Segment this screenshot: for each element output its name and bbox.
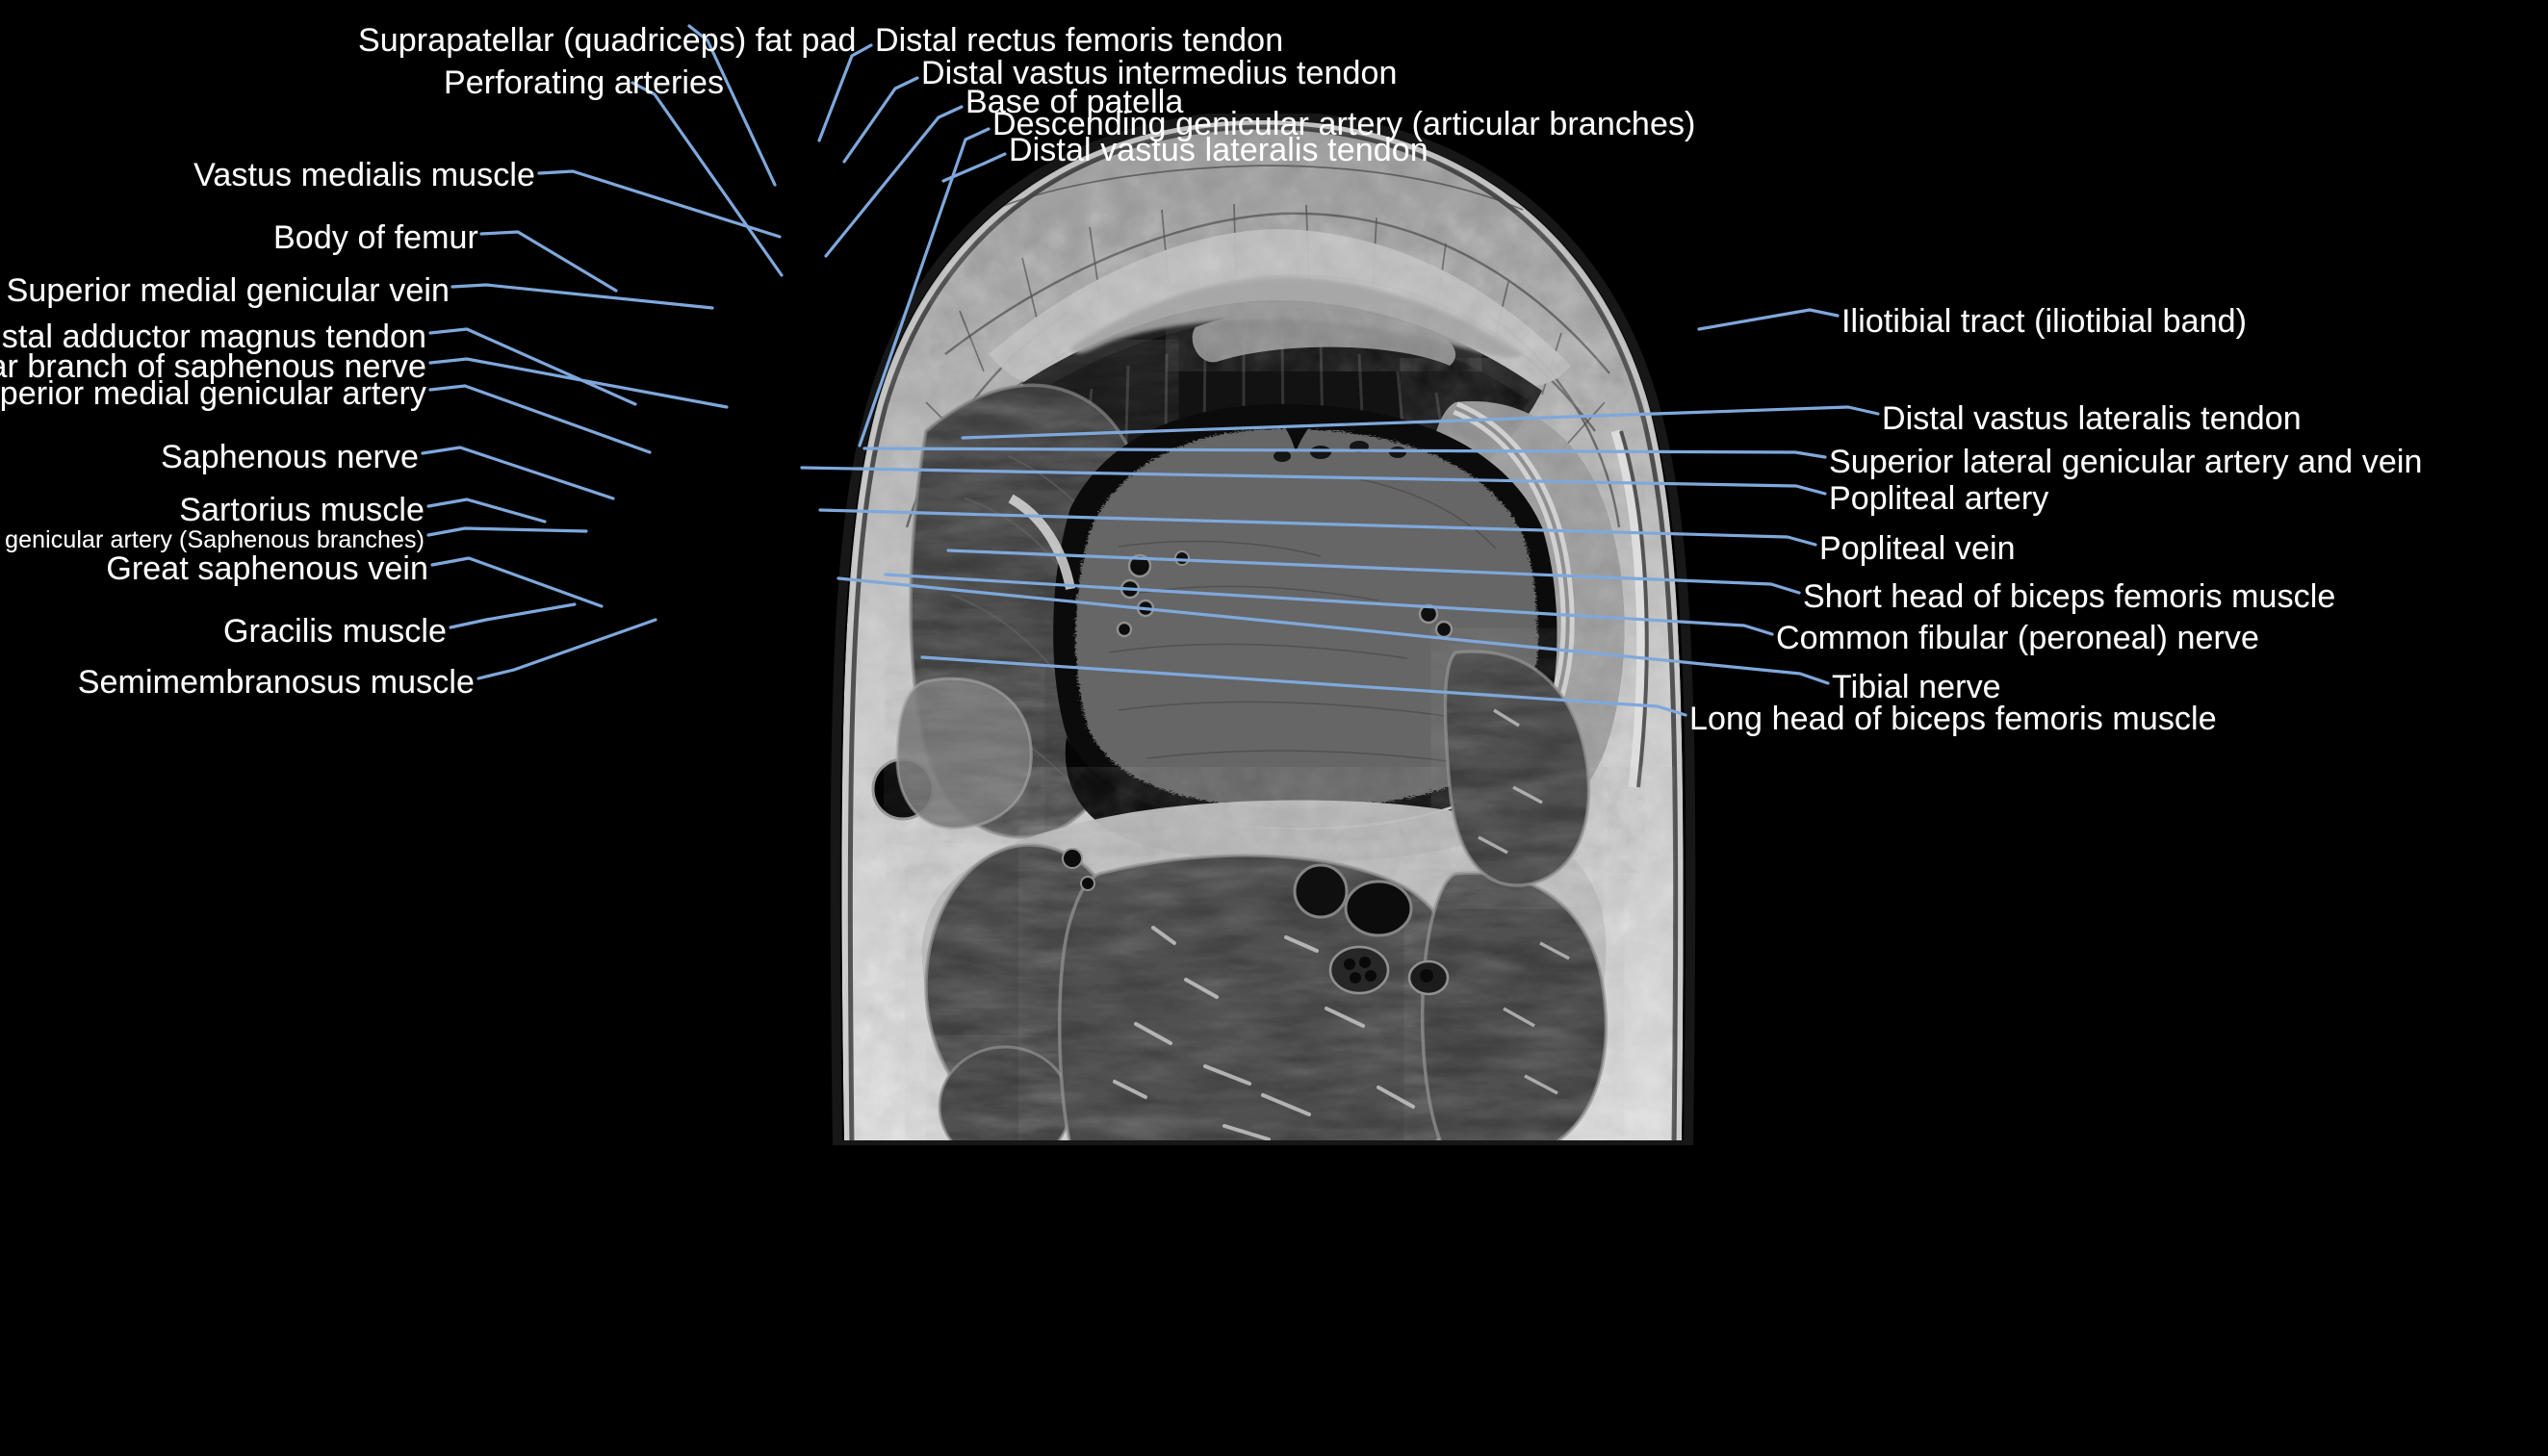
label-popliteal-artery: Popliteal artery: [1829, 480, 2049, 517]
label-distal-rectus-femoris-tendon: Distal rectus femoris tendon: [875, 22, 1284, 59]
label-sartorius-muscle: Sartorius muscle: [179, 492, 425, 528]
leader-superior-medial-genicular-vein: [450, 283, 714, 310]
leader-semimembranosus-muscle: [476, 618, 657, 680]
label-popliteal-vein: Popliteal vein: [1819, 530, 2016, 567]
label-tibial-nerve: Tibial nerve: [1832, 669, 2001, 705]
label-infrapatellar-branch-saphenous-nerve: Infrapatellar branch of saphenous nerve: [0, 348, 426, 385]
label-common-fibular-peroneal-nerve: Common fibular (peroneal) nerve: [1776, 620, 2259, 656]
mri-artwork: [782, 114, 1744, 1145]
label-semimembranosus-muscle: Semimembranosus muscle: [77, 664, 475, 701]
label-distal-vastus-lateralis-tendon-upper: Distal vastus lateralis tendon: [1009, 132, 1428, 168]
label-base-of-patella: Base of patella: [965, 84, 1184, 120]
label-distal-vastus-intermedius-tendon: Distal vastus intermedius tendon: [921, 55, 1398, 91]
label-body-of-femur: Body of femur: [273, 219, 478, 256]
label-descending-genicular-artery-articular-branches: Descending genicular artery (articular b…: [992, 106, 1696, 142]
label-short-head-of-biceps-femoris-muscle: Short head of biceps femoris muscle: [1803, 578, 2336, 615]
label-superior-medial-genicular-artery: Superior medial genicular artery: [0, 375, 426, 412]
leader-sartorius-muscle: [426, 498, 547, 524]
label-vastus-medialis-muscle: Vastus medialis muscle: [193, 157, 535, 193]
leader-superior-medial-genicular-artery: [428, 384, 652, 454]
label-descending-genicular-artery-saphenous-branches: Descending genicular artery (Saphenous b…: [0, 526, 425, 553]
label-superior-medial-genicular-vein: Superior medial genicular vein: [6, 272, 450, 309]
label-iliotibial-tract: Iliotibial tract (iliotibial band): [1841, 303, 2248, 340]
label-saphenous-nerve: Saphenous nerve: [160, 439, 419, 475]
label-suprapatellar-quadriceps-fat-pad: Suprapatellar (quadriceps) fat pad: [358, 22, 857, 59]
leader-distal-adductor-magnus-tendon: [428, 327, 637, 406]
leader-descending-genicular-artery-saphenous-branches: [426, 526, 588, 537]
leader-infrapatellar-branch-saphenous-nerve: [428, 357, 729, 409]
leader-perforating-arteries: [631, 81, 784, 277]
axial-knee-mri-image: [782, 114, 1744, 1145]
label-distal-vastus-lateralis-tendon-lower: Distal vastus lateralis tendon: [1882, 400, 2302, 437]
leader-vastus-medialis-muscle: [537, 169, 782, 239]
label-long-head-of-biceps-femoris-muscle: Long head of biceps femoris muscle: [1689, 701, 2217, 737]
leader-body-of-femur: [479, 230, 618, 293]
label-superior-lateral-genicular-artery-and-vein: Superior lateral genicular artery and ve…: [1829, 444, 2423, 480]
leader-gracilis-muscle: [449, 602, 577, 629]
leader-great-saphenous-vein: [430, 556, 604, 608]
leader-saphenous-nerve: [421, 446, 615, 500]
label-great-saphenous-vein: Great saphenous vein: [106, 550, 428, 587]
label-perforating-arteries: Perforating arteries: [444, 64, 725, 101]
label-distal-adductor-magnus-tendon: Distal adductor magnus tendon: [0, 319, 426, 355]
label-gracilis-muscle: Gracilis muscle: [223, 613, 447, 650]
